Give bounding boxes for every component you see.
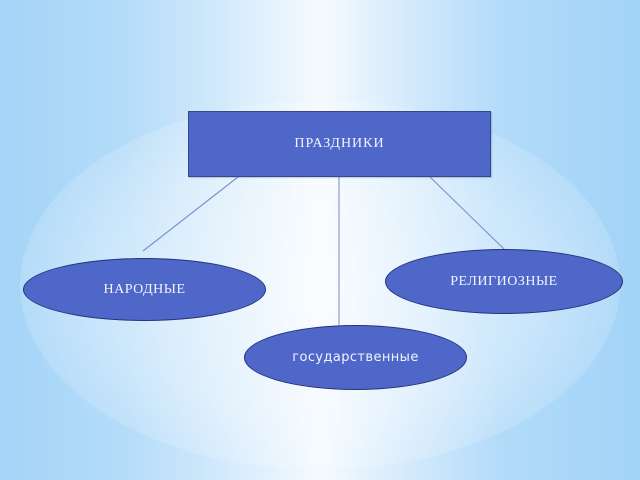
connector-to-narodnye (142, 176, 239, 252)
root-node-prazdniki[interactable]: ПРАЗДНИКИ (188, 111, 491, 177)
connector-to-religioznye (429, 176, 505, 250)
child-node-religioznye[interactable]: РЕЛИГИОЗНЫЕ (385, 249, 623, 314)
child-node-label: НАРОДНЫЕ (103, 281, 186, 297)
child-node-label: РЕЛИГИОЗНЫЕ (450, 273, 558, 289)
child-node-label: государственные (292, 349, 419, 365)
child-node-narodnye[interactable]: НАРОДНЫЕ (23, 258, 266, 321)
root-node-label: ПРАЗДНИКИ (294, 136, 385, 151)
child-node-gosudarstvennye[interactable]: государственные (244, 325, 467, 390)
